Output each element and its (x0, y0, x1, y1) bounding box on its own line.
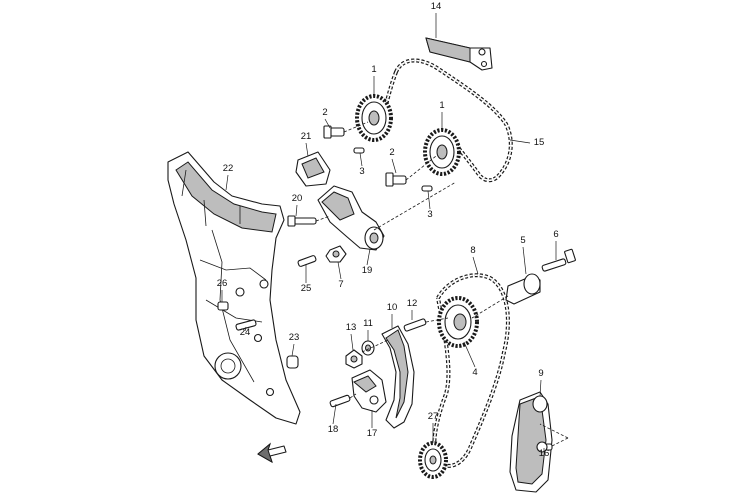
guide-bolt-12 (403, 318, 427, 332)
nut-7 (325, 245, 347, 263)
sprocket-bolt-lower (385, 172, 407, 187)
chain-tensioner (351, 369, 387, 413)
dowel-pin-lower (421, 185, 433, 192)
collar-11 (361, 340, 375, 356)
callout-10: 10 (387, 302, 398, 313)
timing-chain-cover (167, 151, 301, 425)
bolt-16 (536, 441, 553, 453)
chain-damper-9 (509, 391, 553, 493)
sprocket-bolt-upper (323, 125, 345, 139)
callout-22: 22 (223, 163, 234, 174)
callout-9: 9 (538, 368, 543, 379)
callout-1: 1 (439, 100, 444, 111)
lower-chain-guide (381, 325, 415, 429)
chain-tensioner-lever (317, 185, 385, 251)
callout-4: 4 (472, 367, 477, 378)
tensioner-plate (295, 151, 331, 187)
callout-2: 2 (322, 107, 327, 118)
lower-timing-chain (432, 273, 510, 468)
callout-24: 24 (240, 327, 251, 338)
upper-chain-guide (425, 37, 493, 71)
callout-11: 11 (363, 318, 373, 329)
idler-sprocket (437, 296, 479, 348)
callout-2: 2 (389, 147, 394, 158)
callout-6: 6 (553, 229, 558, 240)
callout-12: 12 (407, 298, 418, 309)
nut-13 (345, 349, 363, 369)
crankshaft-sprocket (418, 441, 448, 479)
callout-17: 17 (367, 428, 378, 439)
idler-bolt (541, 248, 576, 272)
callout-3: 3 (359, 166, 364, 177)
callout-27: 27 (428, 411, 439, 422)
callout-23: 23 (289, 332, 300, 343)
callout-19: 19 (362, 265, 373, 276)
dowel-pin-upper (353, 147, 365, 154)
callout-16: 16 (539, 448, 550, 459)
plug-23 (286, 355, 299, 369)
bolt-26 (217, 301, 229, 311)
stud-bolt-25 (297, 255, 317, 267)
callout-5: 5 (520, 235, 525, 246)
callout-8: 8 (470, 245, 475, 256)
callout-18: 18 (328, 424, 339, 435)
bolt-20 (287, 215, 317, 227)
idler-shaft (505, 273, 541, 305)
callout-21: 21 (301, 131, 312, 142)
part-number-callouts: 1122334567891011121314151617181920212223… (217, 1, 559, 459)
callout-15: 15 (534, 137, 545, 148)
callout-14: 14 (431, 1, 442, 12)
callout-13: 13 (346, 322, 357, 333)
camshaft-sprocket-lower (423, 128, 461, 176)
callout-26: 26 (217, 278, 228, 289)
callout-20: 20 (292, 193, 303, 204)
camshaft-sprocket-upper (355, 94, 393, 142)
callout-1: 1 (371, 64, 376, 75)
leader-lines (221, 13, 569, 452)
front-direction-arrow-icon (257, 442, 287, 464)
callout-7: 7 (338, 279, 343, 290)
bolt-24 (235, 319, 257, 331)
callout-3: 3 (427, 209, 432, 220)
bolt-18 (329, 394, 351, 408)
callout-25: 25 (301, 283, 312, 294)
upper-timing-chain (380, 58, 513, 183)
